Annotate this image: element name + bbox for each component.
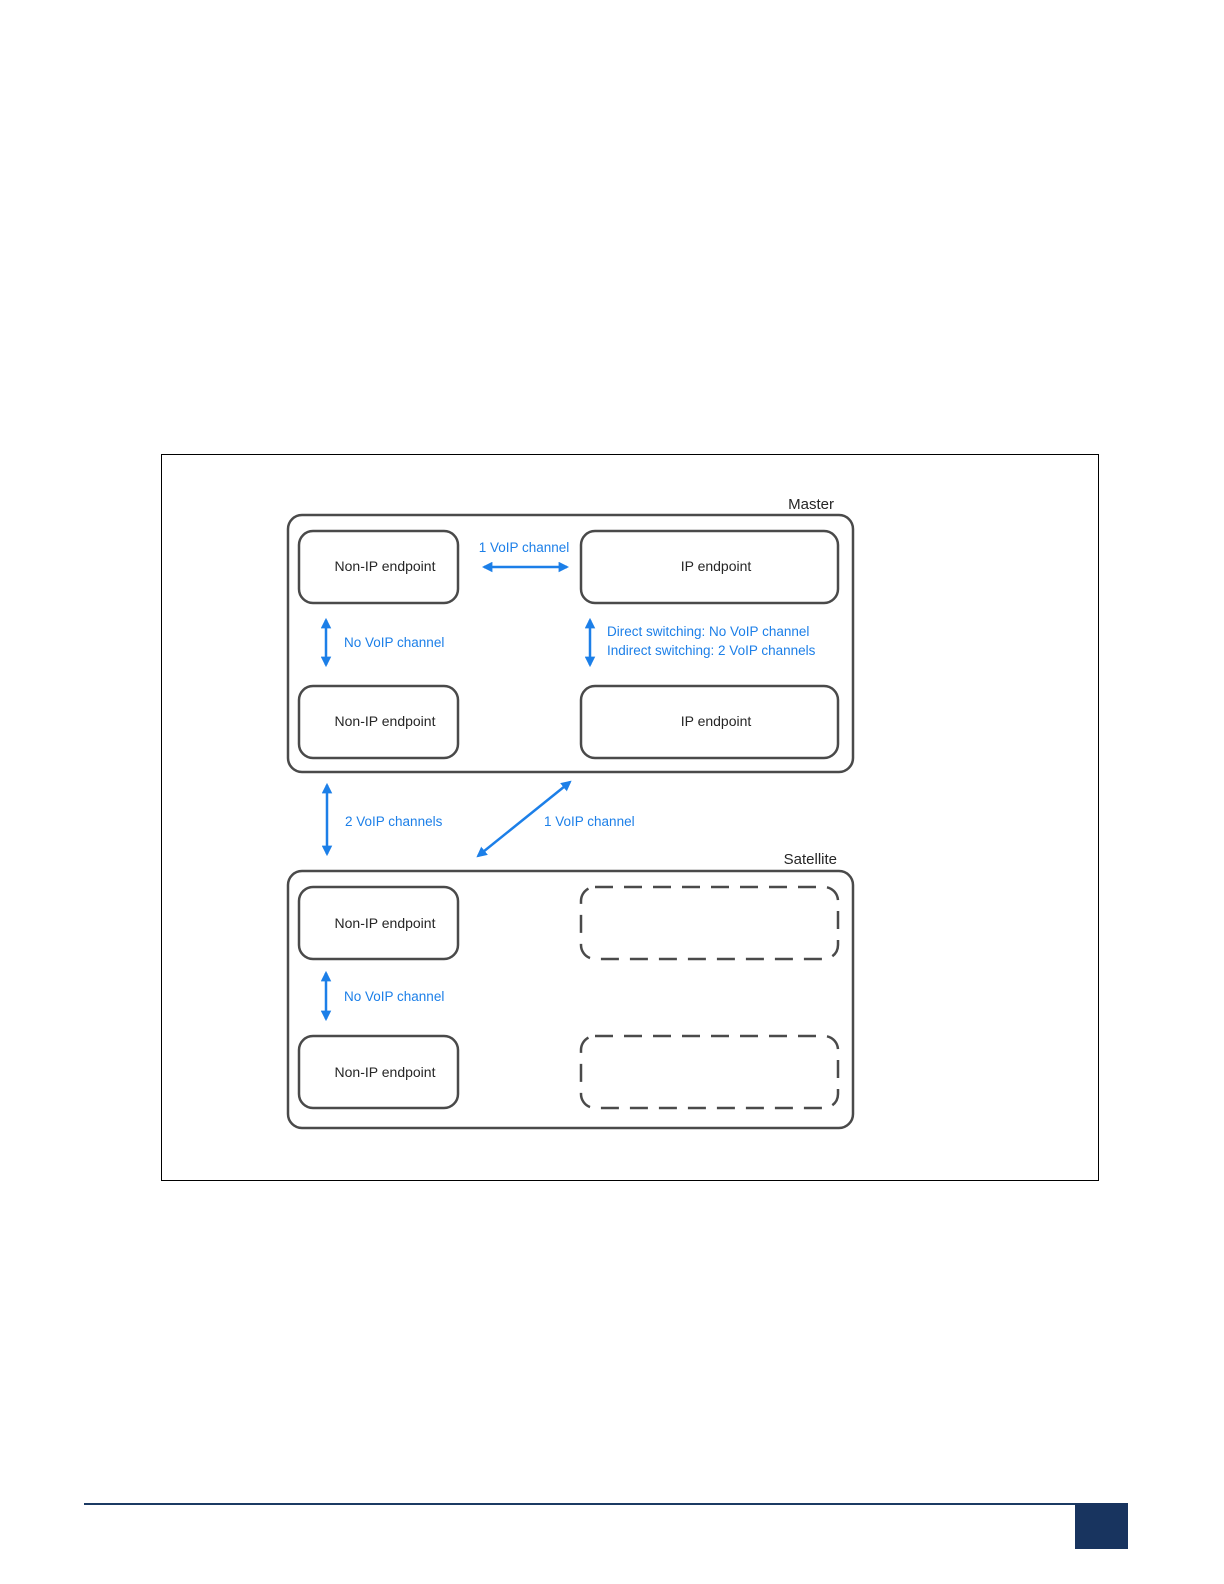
satellite-empty-slot-bottom: [581, 1036, 838, 1108]
footer-rule: [84, 1503, 1128, 1505]
master-ip-endpoint-top-label: IP endpoint: [681, 558, 752, 574]
satellite-empty-slot-top: [581, 887, 838, 959]
master-right-link-label-line1: Direct switching: No VoIP channel: [607, 624, 809, 639]
satellite-title: Satellite: [784, 851, 837, 868]
inter-group-links: 2 VoIP channels 1 VoIP channel: [327, 782, 635, 856]
master-top-link-label: 1 VoIP channel: [479, 540, 570, 555]
satellite-group: Satellite Non-IP endpoint No VoIP channe…: [288, 851, 853, 1128]
master-left-link-label: No VoIP channel: [344, 635, 444, 650]
master-non-ip-endpoint-top-label: Non-IP endpoint: [335, 558, 436, 574]
master-ip-endpoint-bottom-label: IP endpoint: [681, 713, 752, 729]
master-right-link-label-line2: Indirect switching: 2 VoIP channels: [607, 643, 816, 658]
master-satellite-left-link-label: 2 VoIP channels: [345, 814, 443, 829]
master-satellite-diagonal-link-label: 1 VoIP channel: [544, 814, 635, 829]
master-title: Master: [788, 496, 834, 513]
master-group: Master Non-IP endpoint IP endpoint Non-I…: [288, 496, 853, 772]
satellite-non-ip-endpoint-bottom-label: Non-IP endpoint: [335, 1064, 436, 1080]
master-non-ip-endpoint-bottom-label: Non-IP endpoint: [335, 713, 436, 729]
satellite-left-link-label: No VoIP channel: [344, 989, 444, 1004]
satellite-non-ip-endpoint-top-label: Non-IP endpoint: [335, 915, 436, 931]
page-number-badge: [1075, 1503, 1128, 1549]
